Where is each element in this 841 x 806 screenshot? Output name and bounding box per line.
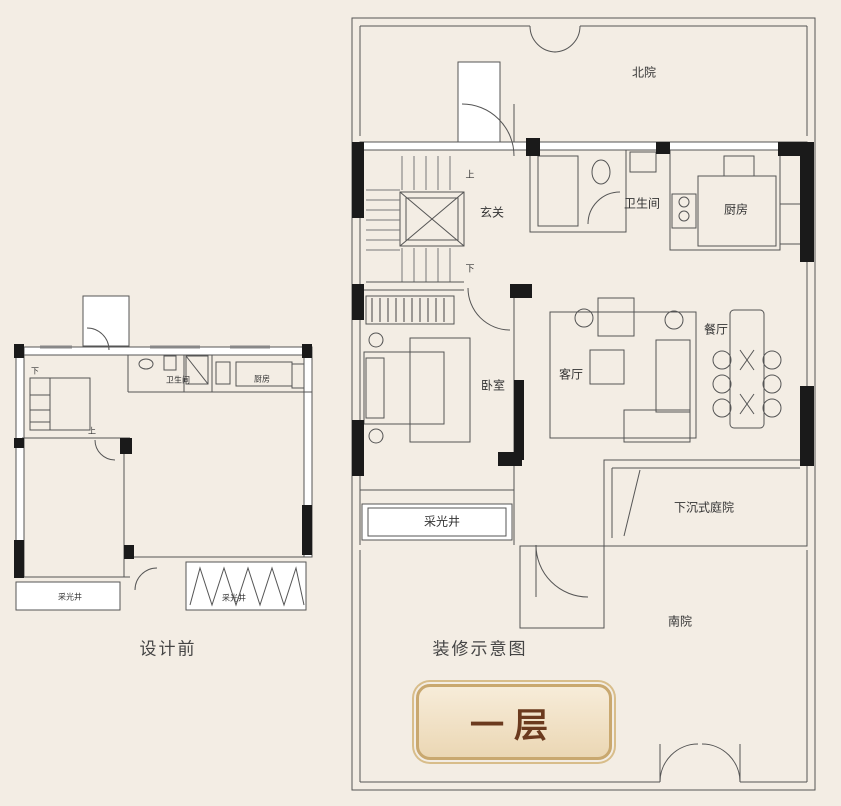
foyer-label: 玄关 <box>479 205 505 220</box>
kitchen-label: 厨房 <box>723 202 749 217</box>
right-plan-walls <box>351 17 816 791</box>
living-label: 客厅 <box>558 367 584 382</box>
stair-down-label: 下 <box>465 264 475 275</box>
left-stair-down-label: 下 <box>31 366 39 376</box>
left-bathroom-label: 卫生间 <box>166 375 190 385</box>
dining-label: 餐厅 <box>703 322 729 337</box>
right-plan-caption: 装修示意图 <box>432 639 528 660</box>
stair-up-label: 上 <box>465 170 475 181</box>
lightwell-label: 采光井 <box>423 514 461 529</box>
left-plan-caption: 设计前 <box>139 639 197 660</box>
sunken-courtyard-label: 下沉式庭院 <box>673 500 735 515</box>
left-lightwell-2-label: 采光井 <box>222 593 246 603</box>
left-plan-pillars <box>14 344 312 578</box>
north-yard-label: 北院 <box>631 65 657 80</box>
floor-badge-text: 一层 <box>470 705 558 746</box>
floor-badge: 一层 <box>416 684 612 760</box>
bedroom-label: 卧室 <box>480 378 506 393</box>
left-stair-up-label: 上 <box>88 426 96 436</box>
left-lightwell-label: 采光井 <box>58 592 82 602</box>
bathroom-label: 卫生间 <box>623 196 661 211</box>
right-plan-pillars <box>352 138 814 476</box>
left-plan-walls <box>15 295 313 611</box>
south-yard-label: 南院 <box>667 614 693 629</box>
left-kitchen-label: 厨房 <box>254 374 270 384</box>
